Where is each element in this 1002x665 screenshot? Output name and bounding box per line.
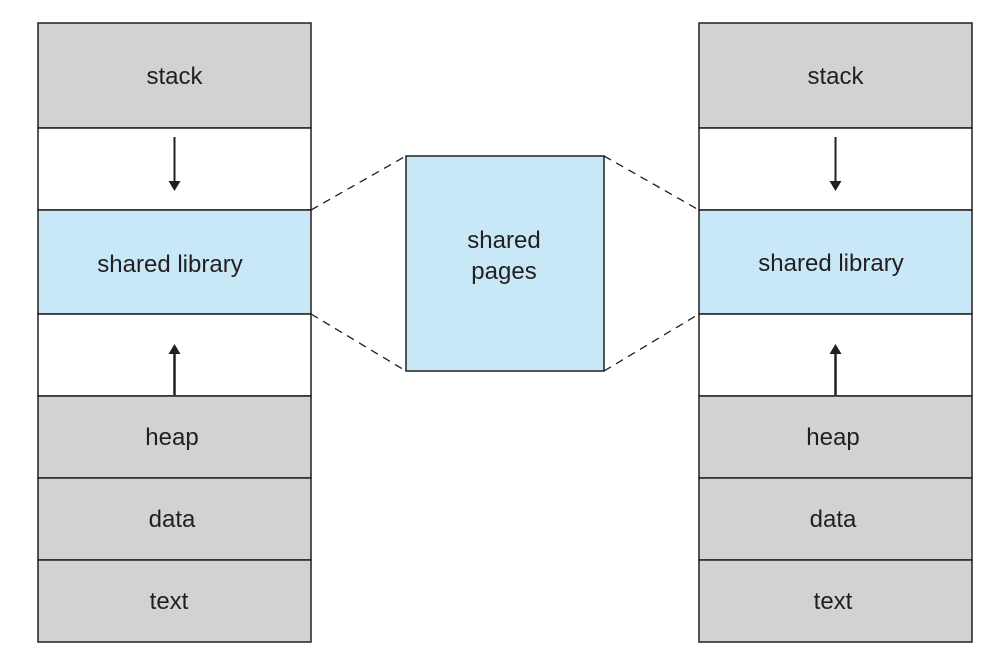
left-heap-label: heap xyxy=(145,424,198,451)
right-heap-label: heap xyxy=(806,424,859,451)
left-address-space: stack shared library heap data text xyxy=(37,22,312,643)
left-shared-library-label: shared library xyxy=(97,251,242,278)
right-stack-label: stack xyxy=(807,63,864,90)
left-stack-segment xyxy=(37,22,312,129)
right-text-segment xyxy=(698,559,973,643)
shared-pages-label-line1: shared xyxy=(467,227,540,254)
right-shared-library-segment xyxy=(698,209,973,315)
right-data-label: data xyxy=(810,506,857,533)
shared-pages-box xyxy=(405,155,605,372)
shared-pages-label-line2: pages xyxy=(471,258,536,285)
left-data-segment xyxy=(37,477,312,561)
right-stack-segment xyxy=(698,22,973,129)
mapping-lines xyxy=(310,155,700,372)
right-address-space: stack shared library heap data text xyxy=(698,22,973,643)
left-shared-library-segment xyxy=(37,209,312,315)
right-upper-mapping-line xyxy=(603,155,700,211)
left-heap-segment xyxy=(37,395,312,479)
right-lower-mapping-line xyxy=(603,313,700,372)
right-text-label: text xyxy=(814,588,853,615)
left-data-label: data xyxy=(149,506,196,533)
left-text-label: text xyxy=(150,588,189,615)
right-shared-library-label: shared library xyxy=(758,250,903,277)
left-text-segment xyxy=(37,559,312,643)
shared-pages-block: shared pages xyxy=(405,155,605,372)
left-stack-label: stack xyxy=(146,63,203,90)
left-lower-mapping-line xyxy=(310,313,407,372)
right-data-segment xyxy=(698,477,973,561)
left-upper-mapping-line xyxy=(310,155,407,211)
